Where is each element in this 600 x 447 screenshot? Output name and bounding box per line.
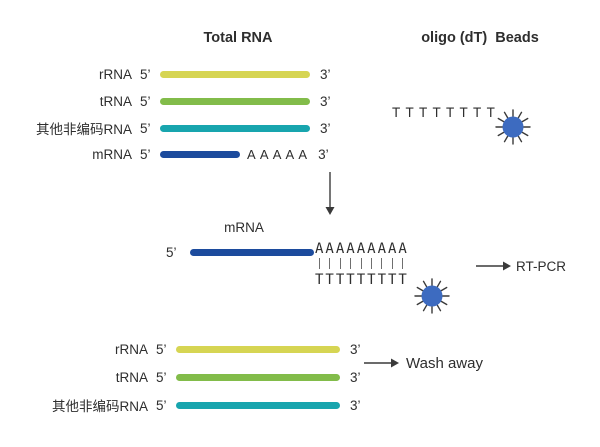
captured-mrna-label: mRNA	[224, 220, 264, 235]
captured-mrna-bar	[190, 249, 314, 256]
five-prime-label: 5’	[166, 245, 177, 260]
oligo-dt-sequence: TTTTTTTTT	[315, 272, 409, 288]
rtpcr-arrow	[476, 261, 511, 271]
mrna-bar	[160, 150, 240, 158]
rrna-bar	[160, 70, 310, 78]
trna-row-top: tRNA 5’ 3’	[20, 91, 331, 111]
oligo-dt-t-sequence: T T T T T T T T	[392, 105, 496, 120]
ncrna-label: 其他非编码RNA	[51, 399, 148, 414]
rtpcr-label: RT-PCR	[516, 259, 567, 274]
oligo-dt-beads-title: oligo (dT) Beads	[421, 30, 539, 46]
rrna-row-top: rRNA 5’ 3’	[20, 64, 331, 84]
ncrna-row-bottom: 其他非编码RNA 5’ 3’	[36, 395, 361, 415]
three-prime-label: 3’	[320, 66, 331, 82]
trna-label: tRNA	[115, 369, 148, 385]
five-prime-label: 5’	[140, 120, 151, 136]
poly-a-tail-label: A A A A A	[247, 146, 309, 162]
three-prime-label: 3’	[320, 120, 331, 136]
hybridization-bonds	[319, 258, 404, 269]
poly-a-tail-sequence: AAAAAAAAA	[315, 241, 409, 257]
trna-bar	[160, 97, 310, 105]
wash-away-label: Wash away	[406, 355, 483, 372]
down-arrow	[325, 172, 335, 215]
total-rna-title: Total RNA	[203, 30, 273, 46]
rrna-label: rRNA	[99, 66, 132, 82]
rrna-label: rRNA	[115, 341, 148, 357]
five-prime-label: 5’	[140, 146, 151, 162]
rrna-row-bottom: rRNA 5’ 3’	[36, 339, 361, 359]
trna-label: tRNA	[99, 93, 132, 109]
three-prime-label: 3’	[320, 93, 331, 109]
three-prime-label: 3’	[350, 369, 361, 385]
five-prime-label: 5’	[140, 93, 151, 109]
rrna-bar	[176, 345, 340, 353]
wash-away-arrow	[364, 358, 399, 368]
ncrna-label: 其他非编码RNA	[35, 122, 132, 137]
ncrna-row-top: 其他非编码RNA 5’ 3’	[20, 118, 331, 138]
five-prime-label: 5’	[156, 397, 167, 413]
three-prime-label: 3’	[350, 397, 361, 413]
mrna-row-top: mRNA 5’ A A A A A 3’	[20, 144, 329, 164]
trna-bar	[176, 373, 340, 381]
three-prime-label: 3’	[350, 341, 361, 357]
five-prime-label: 5’	[156, 341, 167, 357]
trna-row-bottom: tRNA 5’ 3’	[36, 367, 361, 387]
oligo-dt-bead-icon	[414, 278, 450, 314]
five-prime-label: 5’	[140, 66, 151, 82]
oligo-dt-bead-icon	[495, 109, 531, 145]
three-prime-label: 3’	[318, 146, 329, 162]
ncrna-bar	[176, 401, 340, 409]
ncrna-bar	[160, 124, 310, 132]
mrna-label: mRNA	[92, 146, 132, 162]
five-prime-label: 5’	[156, 369, 167, 385]
